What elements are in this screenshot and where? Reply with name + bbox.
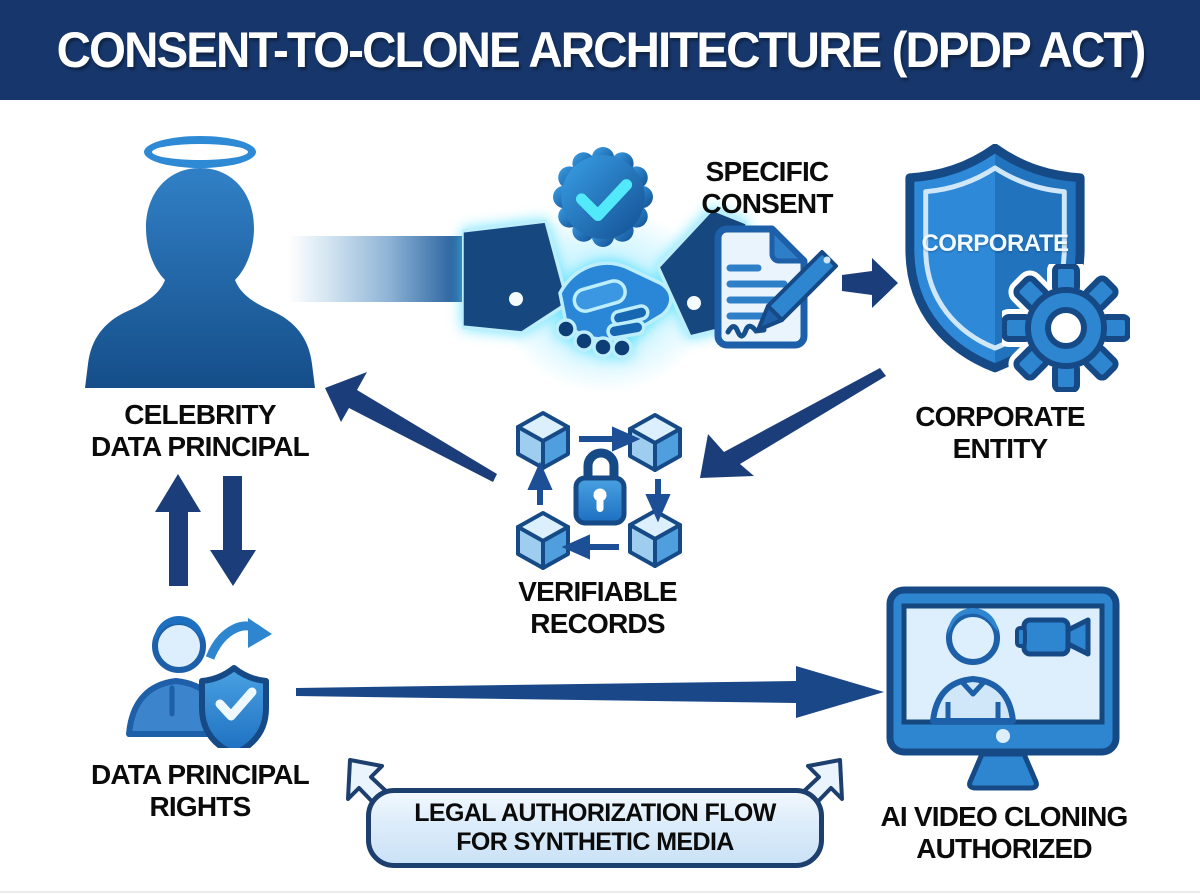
check-shield-icon xyxy=(199,665,269,748)
bidirectional-arrows-icon xyxy=(155,474,256,586)
celebrity-label: CELEBRITY DATA PRINCIPAL xyxy=(91,399,310,462)
cube-icon xyxy=(516,511,570,570)
arrow-down-icon xyxy=(210,476,256,586)
monitor-icon xyxy=(886,586,1120,791)
legal-flow-banner: LEGAL AUTHORIZATION FLOW FOR SYNTHETIC M… xyxy=(366,788,824,868)
gradient-band xyxy=(288,236,470,302)
arrow-corporate-to-records-icon xyxy=(700,368,886,478)
arrow-rights-to-cloning-icon xyxy=(296,666,884,718)
rights-person-icon xyxy=(126,615,272,748)
cycle-arrows-icon xyxy=(527,426,671,560)
consent-document-icon xyxy=(714,225,838,349)
person-on-screen-icon xyxy=(930,607,1016,724)
header-bar: CONSENT-TO-CLONE ARCHITECTURE (DPDP ACT) xyxy=(0,0,1200,100)
person-silhouette-icon xyxy=(85,168,315,388)
arrow-consent-to-corporate-icon xyxy=(842,258,898,308)
shield-label: CORPORATE xyxy=(921,230,1069,257)
corporate-entity-label: CORPORATE ENTITY xyxy=(915,401,1085,464)
verified-badge-icon xyxy=(553,147,653,247)
pen-icon xyxy=(756,250,838,332)
arrow-up-icon xyxy=(155,474,201,586)
halo-icon xyxy=(144,136,256,168)
hair-icon xyxy=(153,615,204,642)
page-title: CONSENT-TO-CLONE ARCHITECTURE (DPDP ACT) xyxy=(56,22,1146,78)
cube-icon xyxy=(516,411,570,470)
video-camera-icon xyxy=(1015,617,1091,657)
verifiable-records-label: VERIFIABLE RECORDS xyxy=(518,576,677,639)
ai-video-cloning-label: AI VIDEO CLONING AUTHORIZED xyxy=(880,801,1129,864)
arrow-records-to-celebrity-icon xyxy=(325,372,497,482)
cube-icon xyxy=(628,509,682,568)
specific-consent-label: SPECIFIC CONSENT xyxy=(701,156,833,219)
lock-icon xyxy=(573,448,627,526)
data-principal-rights-label: DATA PRINCIPAL RIGHTS xyxy=(91,759,310,822)
gear-icon xyxy=(1002,264,1130,392)
cube-icon xyxy=(628,413,682,472)
blockchain-lock-icon xyxy=(516,411,682,570)
bottom-divider xyxy=(0,891,1200,893)
